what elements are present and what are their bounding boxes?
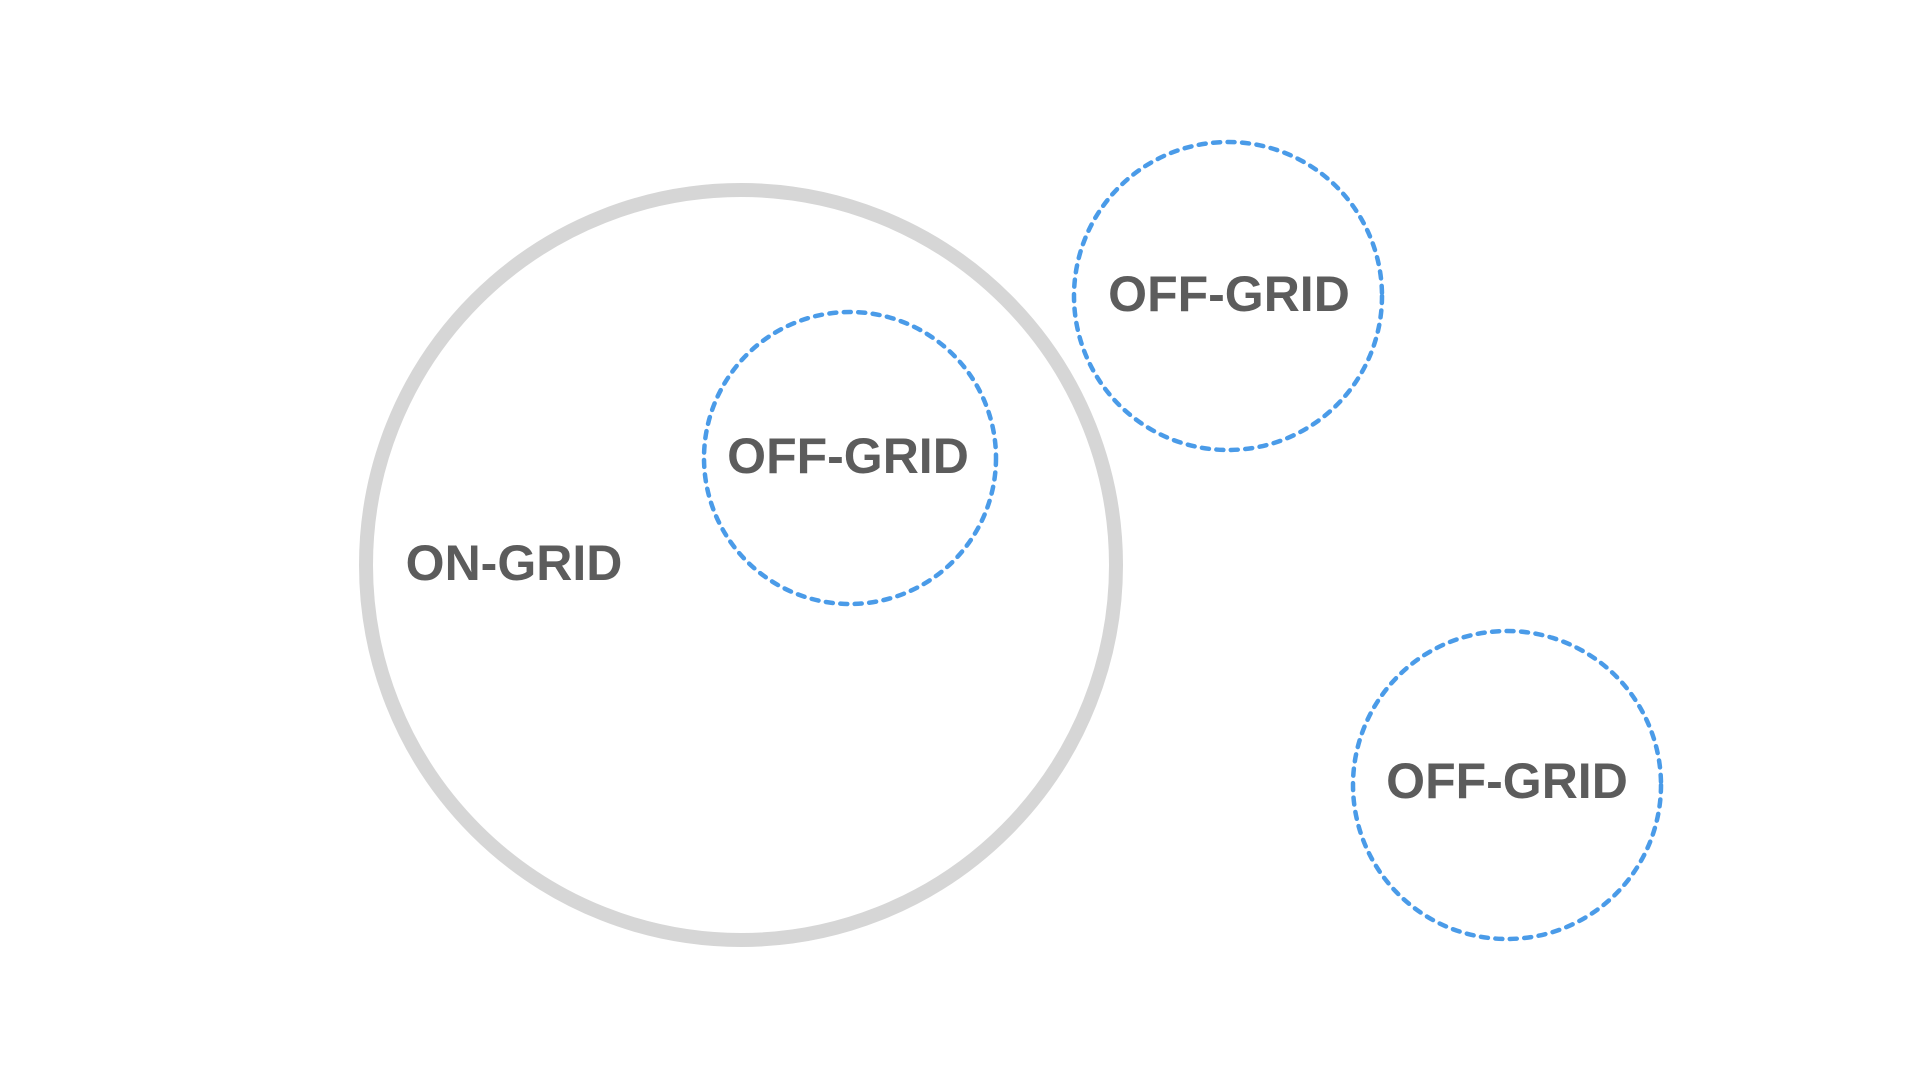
off-grid-label-bottom: OFF-GRID [1386,753,1628,809]
off-grid-circle-top [1071,139,1385,453]
off-grid-label-top: OFF-GRID [1108,266,1350,322]
off-grid-label-inner: OFF-GRID [727,428,969,484]
off-grid-circle-inner [701,309,999,607]
on-grid-label: ON-GRID [406,535,623,591]
on-grid-circle [359,183,1123,947]
off-grid-circle-bottom [1350,628,1664,942]
